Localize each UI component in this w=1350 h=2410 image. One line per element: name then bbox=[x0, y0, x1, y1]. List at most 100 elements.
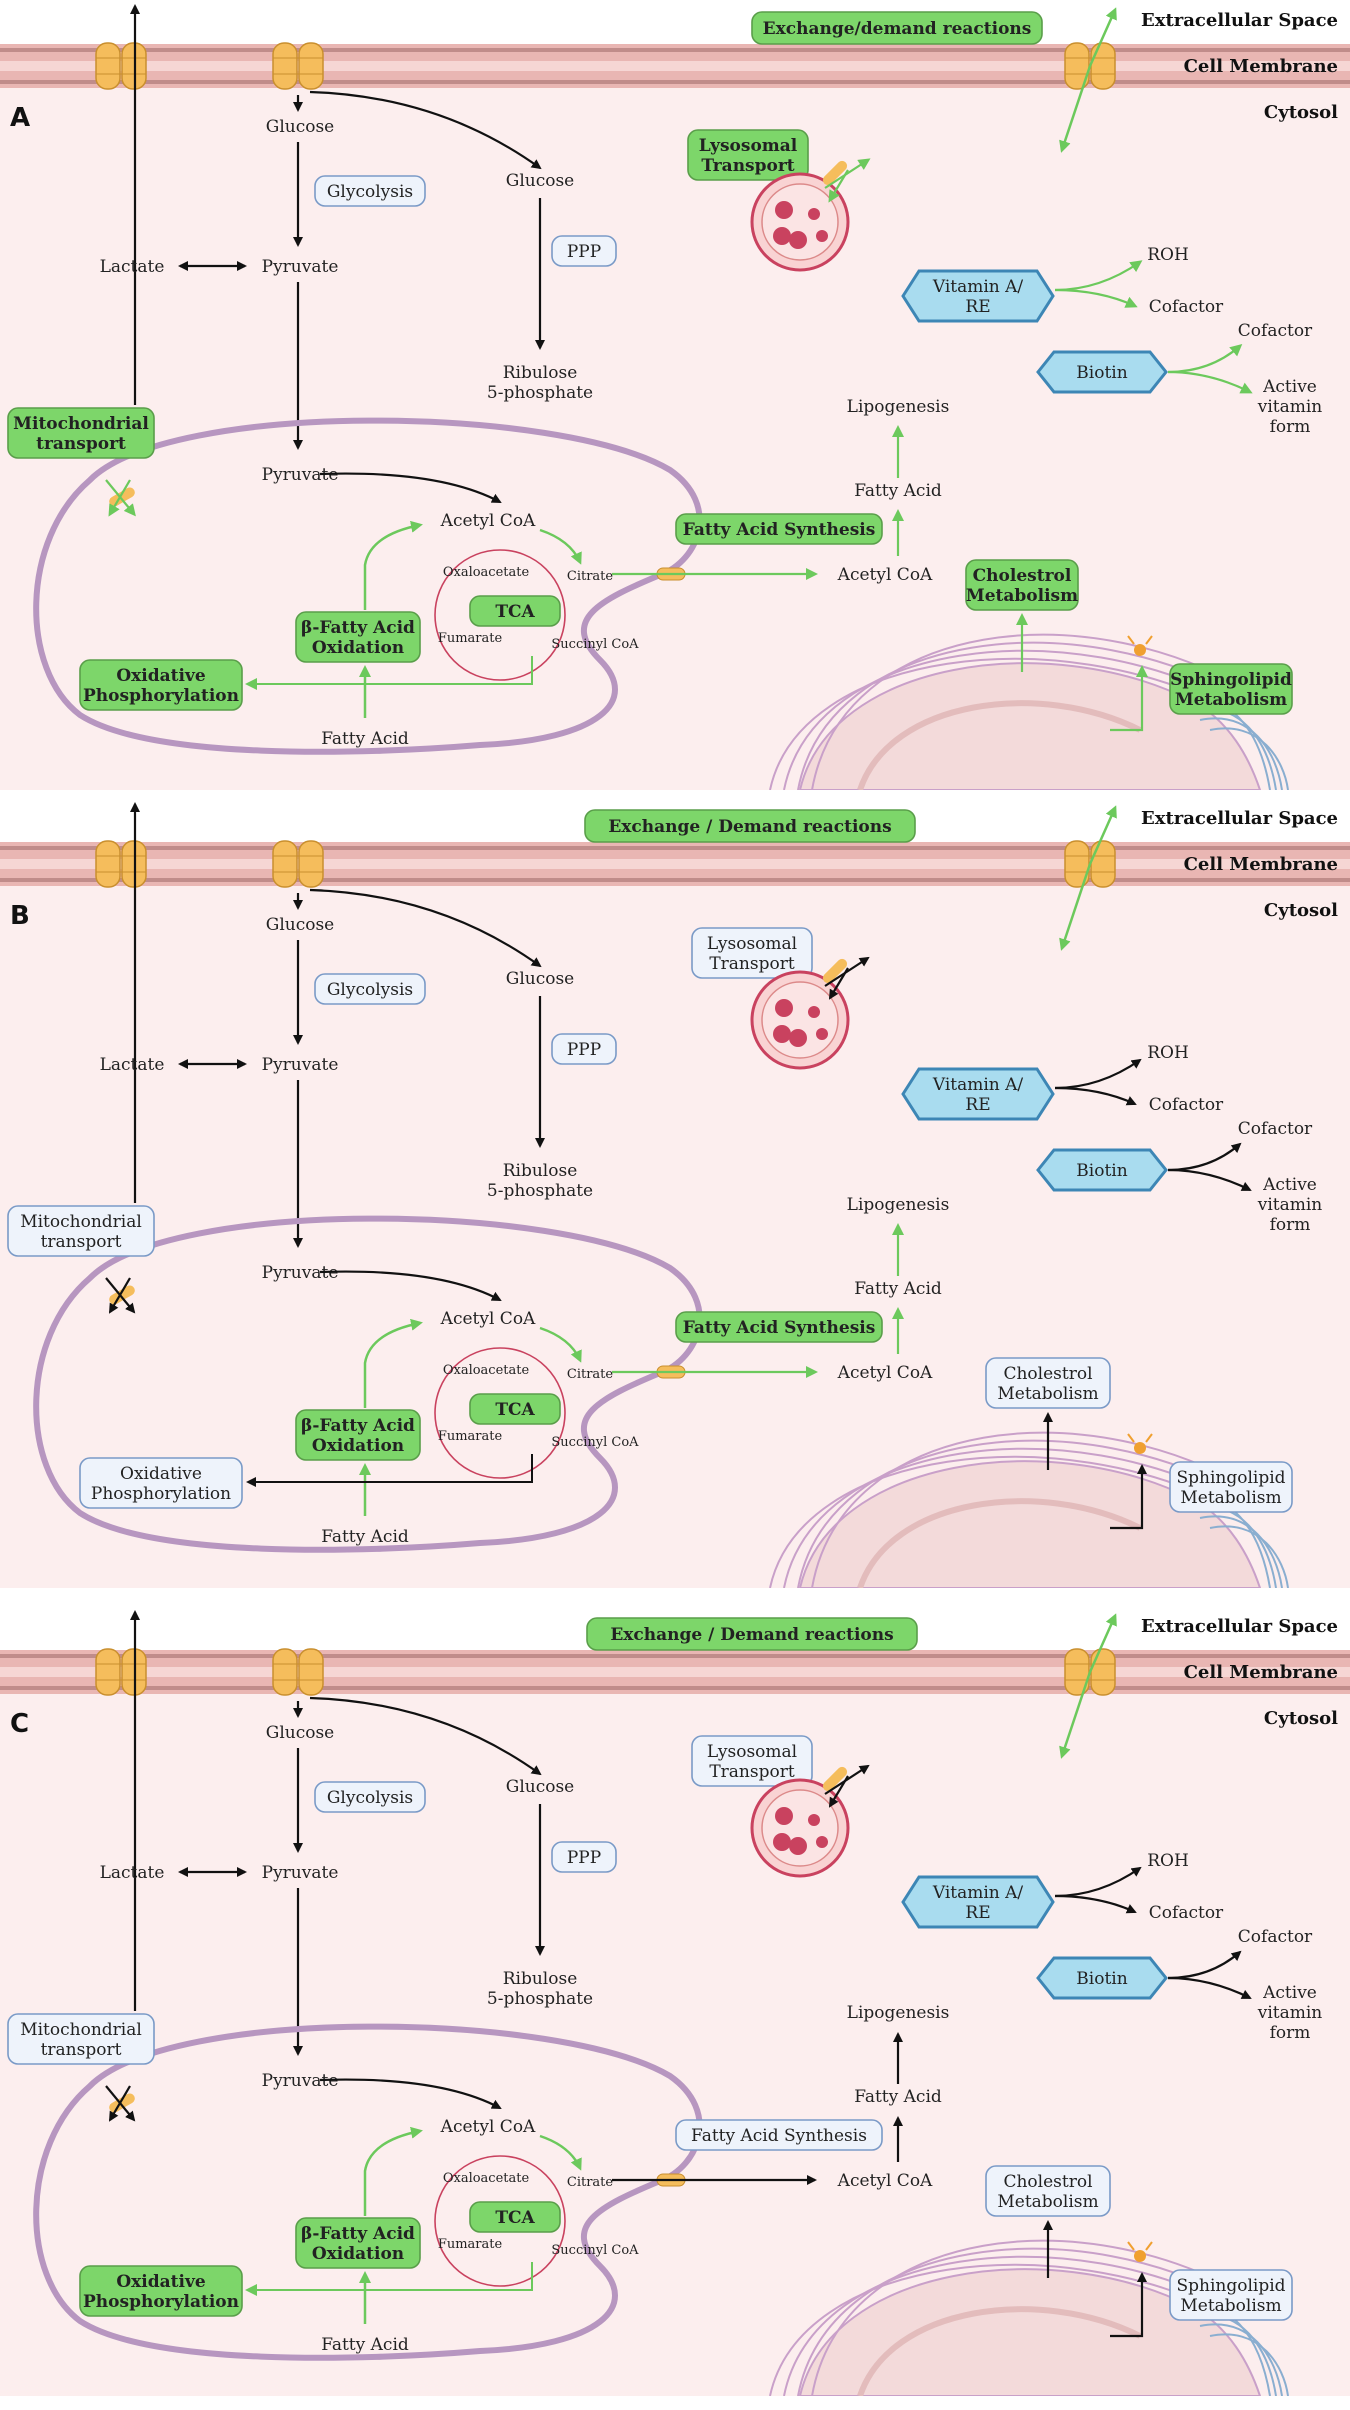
exchange-arrow-out bbox=[1088, 7, 1117, 67]
lactate: Lactate bbox=[100, 1863, 165, 1883]
fatty-acid-synthesis: Fatty Acid Synthesis bbox=[675, 1311, 883, 1343]
pyruvate-to-acetylcoa-arrow bbox=[319, 472, 502, 503]
beta-fatty-acid-oxidation-label: β-Fatty Acid bbox=[301, 2224, 415, 2244]
ppp-label: PPP bbox=[551, 1841, 617, 1873]
ppp-branch-arrow bbox=[309, 1696, 542, 1776]
golgi-to-sphingolipid-arrow bbox=[1110, 1464, 1147, 1530]
fatty-acid-synthesis: Fatty Acid Synthesis bbox=[675, 513, 883, 545]
beta-fatty-acid-oxidation-label: Oxidation bbox=[312, 1436, 404, 1456]
extracellular-space-label: Extracellular Space bbox=[1141, 10, 1338, 31]
beta-fatty-acid-oxidation-label: β-Fatty Acid bbox=[301, 618, 415, 638]
oxidative-phosphorylation-label: Phosphorylation bbox=[83, 686, 239, 706]
lipogenesis: Lipogenesis bbox=[847, 397, 950, 417]
active-vitamin-form-line: form bbox=[1270, 417, 1311, 437]
lysosome-arrow-in bbox=[828, 1775, 849, 1808]
mito-transport-arrow-out bbox=[108, 1277, 131, 1314]
cytosol-background bbox=[0, 0, 1350, 790]
exchange-demand-reactions-box bbox=[751, 11, 1043, 45]
mitochondrial-transport-label: transport bbox=[41, 2040, 122, 2060]
extracellular-background bbox=[0, 0, 1350, 44]
cell-membrane-label: Cell Membrane bbox=[1184, 854, 1338, 875]
lysosome-enzyme bbox=[808, 208, 820, 220]
tca-label: TCA bbox=[469, 2201, 561, 2233]
beta-fatty-acid-oxidation-label: Oxidation bbox=[312, 638, 404, 658]
glucose-ppp: Glucose bbox=[506, 1777, 575, 1797]
mito-transporter bbox=[109, 1285, 135, 1305]
lysosomal-transport-label: Lysosomal bbox=[707, 934, 797, 954]
mitochondrion-membrane bbox=[33, 2023, 703, 2361]
sphingolipid-metabolism-box bbox=[1169, 1461, 1293, 1513]
lysosome-enzyme bbox=[789, 1837, 807, 1855]
fumarate: Fumarate bbox=[438, 2237, 503, 2252]
tca-label-box bbox=[469, 1393, 561, 1425]
cholestrol-metabolism-box bbox=[965, 559, 1079, 611]
lactate: Lactate bbox=[100, 1055, 165, 1075]
vitamin-a-re-label: RE bbox=[965, 1095, 990, 1115]
sphingolipid-metabolism-label: Sphingolipid bbox=[1176, 1468, 1285, 1488]
cholestrol-metabolism-box bbox=[985, 2165, 1111, 2217]
sphingolipid-tails bbox=[1127, 1433, 1153, 1443]
glucose-cytosol: Glucose bbox=[266, 915, 335, 935]
fatty-acid-mito: Fatty Acid bbox=[321, 2335, 409, 2355]
membrane-channel-exchange bbox=[1064, 840, 1116, 888]
cytosol-label: Cytosol bbox=[1264, 900, 1338, 921]
acetyl-coa-mito: Acetyl CoA bbox=[440, 511, 536, 531]
cofactor-biotin: Cofactor bbox=[1238, 321, 1313, 341]
citrate: Citrate bbox=[567, 1367, 614, 1382]
cholestrol-metabolism-box bbox=[985, 1357, 1111, 1409]
ppp-label-label: PPP bbox=[567, 1040, 601, 1060]
ribulose-5-phosphate-line: Ribulose bbox=[503, 363, 578, 383]
oxidative-phosphorylation-box bbox=[79, 1457, 243, 1509]
membrane-channel-glucose bbox=[272, 1648, 324, 1696]
glycolysis-label-label: Glycolysis bbox=[327, 1788, 413, 1808]
fatty-acid-synthesis: Fatty Acid Synthesis bbox=[675, 2119, 883, 2151]
beta-ox-to-acetylcoa-arrow bbox=[363, 1318, 423, 1408]
ppp-label-box bbox=[551, 235, 617, 267]
sphingolipid-molecule bbox=[1134, 1442, 1146, 1454]
channel-right-half bbox=[1090, 1648, 1116, 1696]
exchange-demand-reactions-box bbox=[586, 1617, 918, 1651]
ppp-label-box bbox=[551, 1841, 617, 1873]
lysosome-enzyme bbox=[773, 1025, 791, 1043]
active-vitamin-form-line: form bbox=[1270, 1215, 1311, 1235]
er-membrane bbox=[769, 657, 1231, 790]
oxidative-phosphorylation-label: Oxidative bbox=[116, 666, 205, 686]
tca-label: TCA bbox=[469, 595, 561, 627]
er-membrane bbox=[783, 649, 1241, 790]
panel-letter: B bbox=[10, 901, 30, 931]
ribulose-5-phosphate-line: Ribulose bbox=[503, 1161, 578, 1181]
vitamin-a-to-cofactor-arrow bbox=[1054, 1086, 1137, 1106]
biotin-hexagon bbox=[1036, 350, 1168, 394]
tca-label-box bbox=[469, 595, 561, 627]
ribulose-5-phosphate-line: 5-phosphate bbox=[487, 1181, 593, 1201]
membrane-channel-glucose bbox=[272, 42, 324, 90]
ppp-label-label: PPP bbox=[567, 242, 601, 262]
active-vitamin-form-line: vitamin bbox=[1257, 397, 1323, 417]
acetyl-coa-mito: Acetyl CoA bbox=[440, 2117, 536, 2137]
ppp-label-box bbox=[551, 1033, 617, 1065]
roh: ROH bbox=[1147, 245, 1189, 265]
active-vitamin-form-line: form bbox=[1270, 2023, 1311, 2043]
vitamin-a-re-hexagon bbox=[901, 269, 1055, 323]
active-vitamin-form-line: vitamin bbox=[1257, 1195, 1323, 1215]
glucose-cytosol: Glucose bbox=[266, 1723, 335, 1743]
glycolysis-label-box bbox=[314, 1781, 426, 1813]
oxaloacetate: Oxaloacetate bbox=[443, 2171, 530, 2186]
mitochondrial-transport-box bbox=[7, 407, 155, 459]
glycolysis-label-box bbox=[314, 175, 426, 207]
mitochondrial-transport-label: Mitochondrial bbox=[20, 1212, 142, 1232]
biotin: Biotin bbox=[1036, 1148, 1168, 1192]
tca-label-label: TCA bbox=[495, 2208, 535, 2228]
vitamin-a-to-cofactor-arrow bbox=[1054, 1894, 1137, 1914]
exchange-arrow-out bbox=[1088, 1613, 1117, 1673]
cofactor-biotin: Cofactor bbox=[1238, 1119, 1313, 1139]
